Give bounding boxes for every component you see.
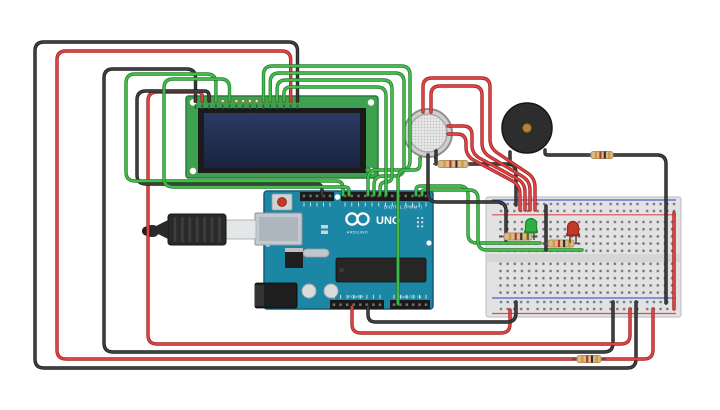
wire-arduino-gnd[interactable] — [367, 301, 517, 323]
resistor-buzzer[interactable] — [586, 150, 618, 160]
green-junction[interactable] — [365, 167, 371, 173]
mount-hole — [334, 194, 341, 200]
wire-sensor-red-d[interactable] — [447, 133, 521, 211]
wire-lcd1-rail[interactable] — [103, 68, 614, 353]
arduino-label: ARDUINO — [347, 231, 368, 235]
arduino-logo-icon — [345, 212, 370, 226]
wire-lcd3-arduino[interactable] — [136, 90, 323, 196]
wire-lcd-rs-arduino[interactable] — [125, 73, 344, 196]
resistor-lcd-backlight[interactable] — [572, 354, 606, 364]
arduino-uno[interactable]: DIGITAL (PWM~) UNO ARDUINO POWER ANALOG … — [254, 190, 434, 310]
uno-label: UNO — [376, 215, 401, 227]
digital-label: DIGITAL (PWM~) — [384, 205, 422, 210]
power-analog-headers — [330, 294, 430, 309]
reset-button-cap[interactable] — [277, 197, 287, 207]
resistors-layer — [433, 150, 618, 364]
tx-led — [321, 225, 328, 229]
led-green[interactable] — [524, 217, 538, 241]
resistor-led-green[interactable] — [499, 232, 537, 241]
lcd-screen — [204, 113, 360, 168]
wire-sensor-red-b[interactable] — [430, 85, 531, 211]
mount-hole — [426, 240, 432, 246]
rx-led — [321, 230, 328, 234]
resistor-gas-sensor[interactable] — [433, 159, 473, 169]
wires-layer — [33, 40, 676, 370]
wire-arduino-led-green[interactable] — [415, 185, 541, 244]
breadboard-channel — [487, 254, 680, 262]
wire-lcd-d5[interactable] — [269, 72, 405, 196]
wire-arduino-led-red[interactable] — [421, 189, 583, 251]
wire-sensor-red-a[interactable] — [422, 77, 536, 211]
power-jack-face — [255, 285, 264, 306]
leds-layer — [524, 217, 580, 244]
lcd-hole — [189, 167, 197, 175]
capacitor — [301, 283, 317, 299]
gas-sensor[interactable] — [403, 108, 453, 161]
wire-lcd16-gnd-loop[interactable] — [34, 41, 637, 369]
junctions-layer — [365, 167, 371, 173]
wire-lcd-e-arduino[interactable] — [163, 78, 350, 196]
wire-buzzer-resistor-rail[interactable] — [613, 154, 667, 304]
usb-cable[interactable] — [141, 212, 303, 246]
regulator-tab — [285, 248, 303, 252]
icsp-header — [416, 216, 424, 228]
wire-sensor-a0[interactable] — [397, 157, 421, 305]
wire-lcd-d7[interactable] — [282, 86, 387, 196]
wire-sensor-center-board[interactable] — [427, 154, 507, 241]
breadboard-holes — [499, 202, 676, 311]
usb-plug — [225, 219, 257, 240]
wire-buzzer-right-resistor[interactable] — [544, 149, 591, 156]
wire-lcd-d6[interactable] — [276, 79, 393, 196]
wire-sensor-red-c[interactable] — [447, 125, 526, 211]
atmega-chip — [335, 257, 427, 283]
lcd-hole — [367, 99, 375, 106]
usb-neck — [156, 220, 168, 239]
wire-arduino-5v[interactable] — [351, 306, 511, 334]
wire-lcd-d4[interactable] — [262, 65, 411, 196]
capacitor — [323, 283, 339, 299]
sensor-mesh — [408, 113, 448, 153]
analog-label: ANALOG IN — [398, 295, 422, 299]
voltage-regulator — [285, 252, 303, 268]
wire-backlight-resistor-rail[interactable] — [600, 308, 654, 360]
piezo-buzzer[interactable] — [501, 102, 553, 154]
breadboard[interactable] — [485, 196, 682, 318]
buzzer-hole — [522, 123, 532, 133]
usb-ridges — [173, 217, 221, 242]
chip-notch — [339, 267, 344, 273]
led-red[interactable] — [566, 220, 580, 244]
lcd-display[interactable] — [185, 95, 379, 179]
wire-lcd15-backlight[interactable] — [56, 50, 578, 360]
power-label: POWER — [348, 295, 364, 299]
crystal — [302, 248, 330, 258]
resistor-led-red[interactable] — [543, 239, 579, 248]
usb-port-inner — [259, 217, 298, 241]
